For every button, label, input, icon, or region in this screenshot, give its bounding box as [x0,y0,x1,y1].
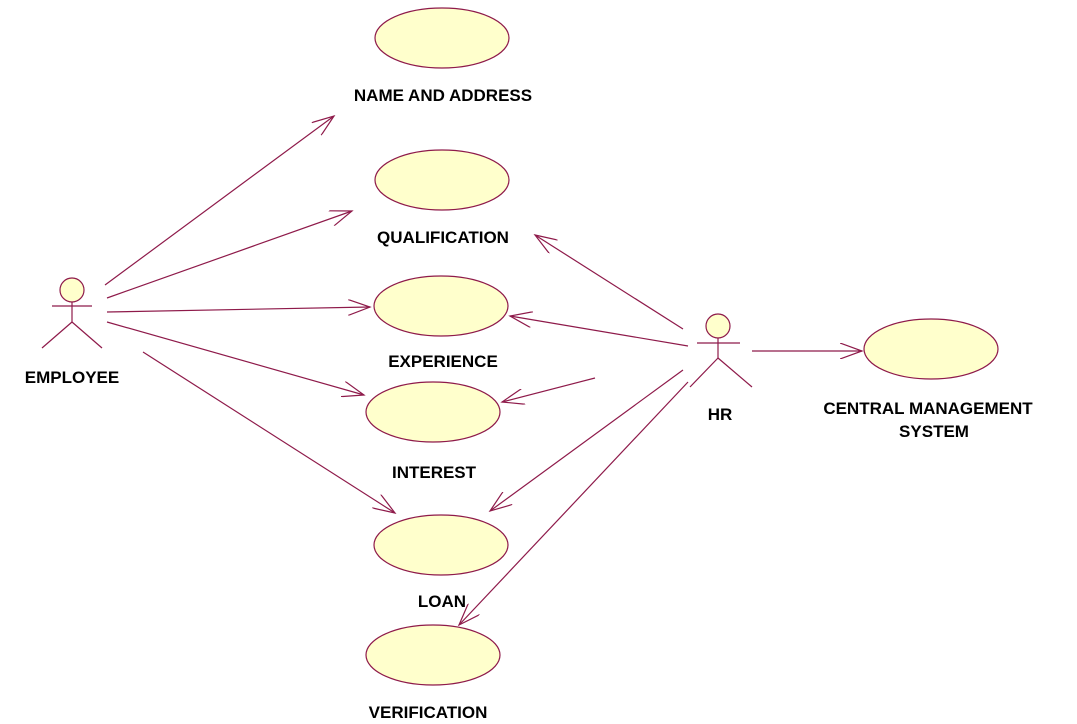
actor-employee-head [59,277,85,303]
actor-employee-leg-right [71,321,103,349]
assoc-employee-experience [106,307,370,312]
usecase-verification-label: VERIFICATION [369,703,488,722]
labels: NAME AND ADDRESS QUALIFICATION EXPERIENC… [25,86,1034,722]
actor-employee-label: EMPLOYEE [25,368,119,387]
usecase-central-management-system-label-line1: CENTRAL MANAGEMENT [823,399,1033,418]
usecase-interest-ellipse[interactable] [365,381,501,443]
actor-hr-leg-left [689,357,719,388]
usecase-name-and-address-ellipse[interactable] [374,7,510,69]
usecase-central-management-system-ellipse[interactable] [863,318,999,380]
assoc-employee-name-and-address [104,116,334,286]
use-cases [365,7,999,686]
actor-employee-leg-left [41,321,73,349]
usecase-loan-ellipse[interactable] [373,514,509,576]
usecase-qualification-label: QUALIFICATION [377,228,509,247]
usecase-verification-ellipse[interactable] [365,624,501,686]
assoc-hr-loan [490,369,684,511]
usecase-experience-ellipse[interactable] [373,275,509,337]
associations [104,116,862,625]
actor-hr-head [705,313,731,339]
usecase-central-management-system-label-line2: SYSTEM [899,422,969,441]
assoc-employee-qualification [106,211,352,299]
assoc-hr-experience [510,316,689,347]
assoc-hr-interest [502,377,596,402]
actor-hr-label: HR [708,405,733,424]
assoc-employee-interest [106,321,364,395]
actor-employee[interactable] [41,277,103,349]
usecase-name-and-address-label: NAME AND ADDRESS [354,86,532,105]
actor-hr[interactable] [689,313,753,388]
assoc-hr-verification [459,381,689,625]
assoc-hr-qualification [535,235,684,330]
usecase-experience-label: EXPERIENCE [388,352,498,371]
assoc-employee-loan [142,351,395,513]
usecase-interest-label: INTEREST [392,463,477,482]
usecase-qualification-ellipse[interactable] [374,149,510,211]
usecase-loan-label: LOAN [418,592,466,611]
actor-hr-leg-right [717,357,753,388]
